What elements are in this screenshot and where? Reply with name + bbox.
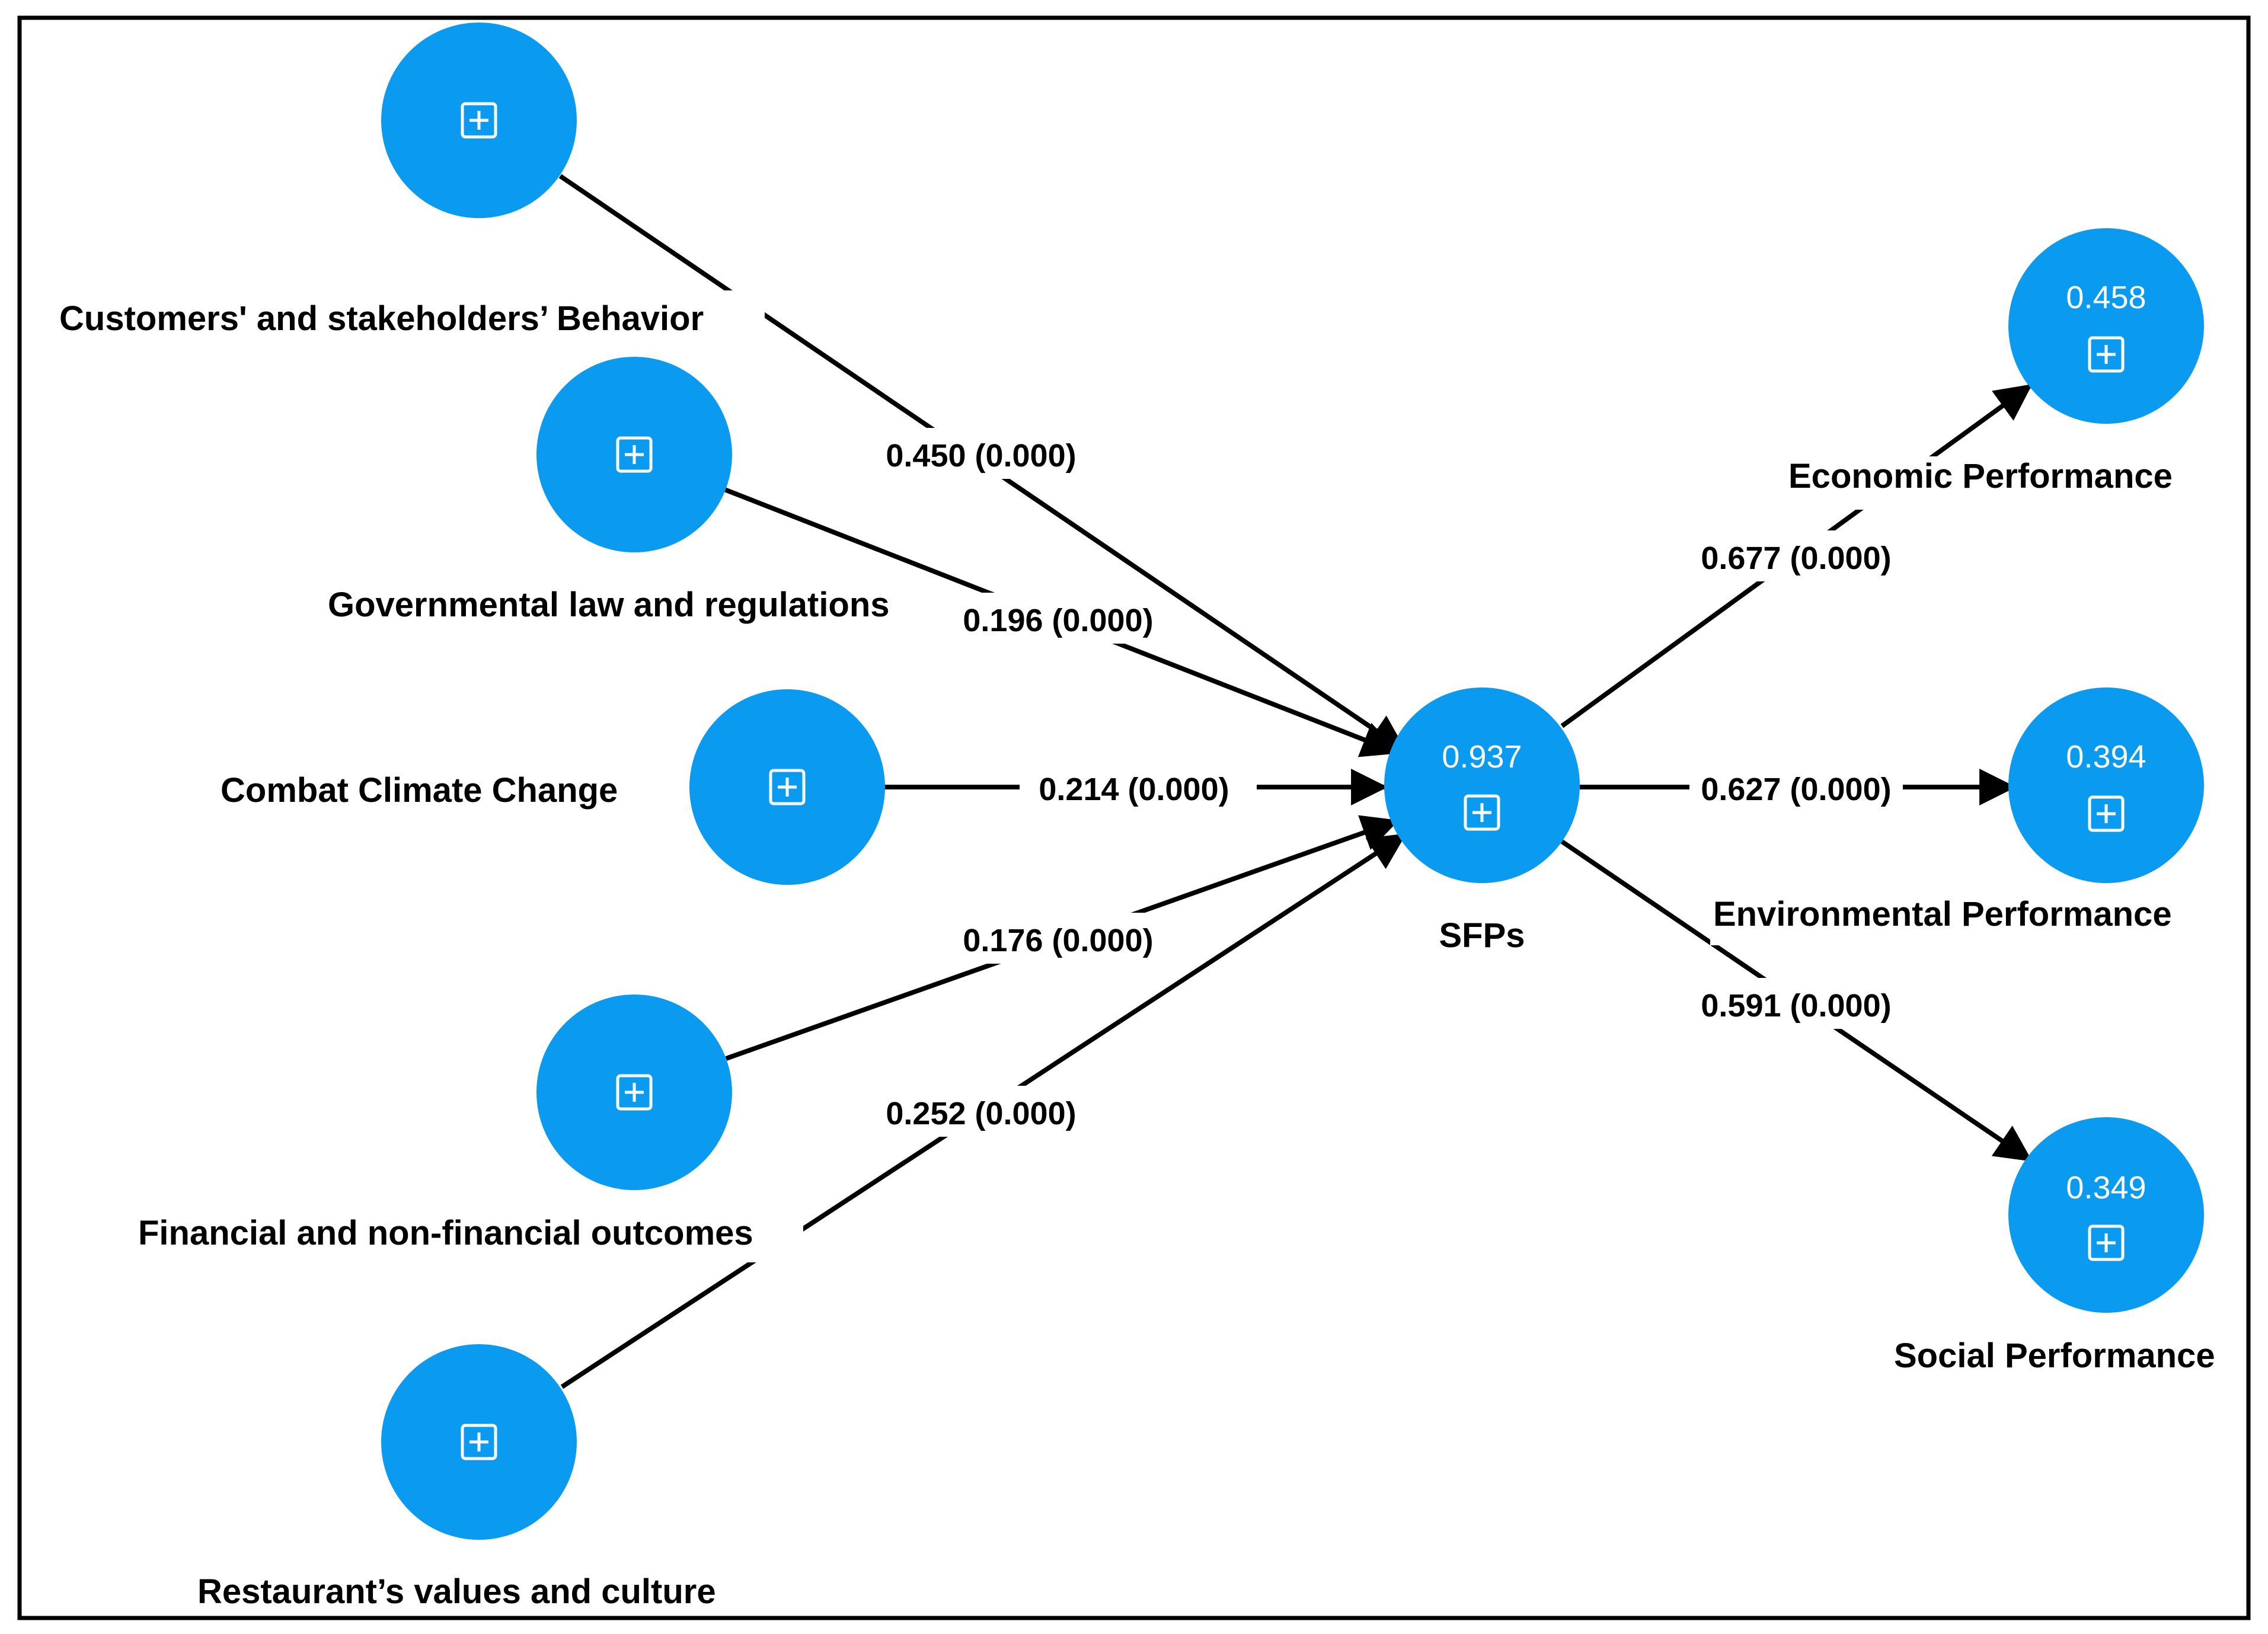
construct-circle	[2008, 688, 2204, 883]
plus-square-icon[interactable]	[2088, 336, 2125, 373]
node-customers[interactable]	[381, 23, 577, 218]
plus-square-icon[interactable]	[1464, 794, 1500, 831]
path-label-financial-sfps: 0.176 (0.000)	[951, 913, 1165, 964]
path-label-sfps-economic: 0.677 (0.000)	[1689, 530, 1903, 581]
node-label-environmental: Environmental Performance	[1713, 895, 2172, 933]
node-restaurant[interactable]	[381, 1344, 577, 1540]
path-coefficient-restaurant-sfps: 0.252 (0.000)	[886, 1096, 1076, 1131]
path-coefficient-sfps-social: 0.591 (0.000)	[1701, 988, 1891, 1024]
node-economic[interactable]: 0.458	[2008, 228, 2204, 424]
path-coefficient-financial-sfps: 0.176 (0.000)	[963, 923, 1153, 958]
construct-circle	[1384, 688, 1580, 883]
path-label-sfps-environmental: 0.627 (0.000)	[1689, 762, 1903, 813]
figure-frame	[17, 15, 2251, 1620]
path-label-restaurant-sfps: 0.252 (0.000)	[874, 1086, 1088, 1137]
node-labels: Customers' and stakeholders’ Behavior Go…	[53, 290, 2215, 1611]
node-social[interactable]: 0.349	[2008, 1117, 2204, 1313]
path-label-sfps-social: 0.591 (0.000)	[1689, 978, 1903, 1029]
path-coefficient-climate-sfps: 0.214 (0.000)	[1039, 772, 1229, 807]
plus-square-icon[interactable]	[461, 1424, 497, 1460]
path-coefficient-customers-sfps: 0.450 (0.000)	[886, 438, 1076, 474]
r-squared-value: 0.458	[2066, 280, 2146, 315]
plus-square-icon[interactable]	[2088, 1224, 2125, 1261]
node-label-governmental: Governmental law and regulations	[328, 586, 890, 624]
node-label-economic: Economic Performance	[1788, 457, 2173, 495]
nodes: 0.937 0.458 0.394	[381, 23, 2204, 1540]
node-label-sfps: SFPs	[1439, 916, 1525, 955]
plus-square-icon[interactable]	[2088, 795, 2125, 832]
path-coefficient-sfps-environmental: 0.627 (0.000)	[1701, 772, 1891, 807]
r-squared-value: 0.394	[2066, 739, 2146, 775]
r-squared-value: 0.349	[2066, 1170, 2146, 1205]
plus-square-icon[interactable]	[769, 769, 806, 805]
path-labels: 0.450 (0.000) 0.196 (0.000) 0.214 (0.000…	[874, 428, 1903, 1137]
plus-square-icon[interactable]	[616, 436, 653, 473]
node-label-customers: Customers' and stakeholders’ Behavior	[59, 299, 704, 338]
path-label-climate-sfps: 0.214 (0.000)	[1020, 762, 1257, 813]
node-governmental[interactable]	[536, 357, 732, 552]
path-coefficient-sfps-economic: 0.677 (0.000)	[1701, 541, 1891, 576]
node-label-social: Social Performance	[1894, 1336, 2215, 1375]
node-climate[interactable]	[689, 689, 885, 885]
node-financial[interactable]	[536, 995, 732, 1190]
path-label-governmental-sfps: 0.196 (0.000)	[951, 593, 1165, 644]
plus-square-icon[interactable]	[461, 102, 497, 139]
r-squared-value: 0.937	[1442, 739, 1522, 775]
node-label-financial: Financial and non-financial outcomes	[138, 1214, 753, 1252]
path-label-customers-sfps: 0.450 (0.000)	[874, 428, 1088, 479]
construct-circle	[2008, 228, 2204, 424]
node-label-climate: Combat Climate Change	[221, 771, 618, 810]
node-sfps[interactable]: 0.937	[1384, 688, 1580, 883]
construct-circle	[2008, 1117, 2204, 1313]
node-environmental[interactable]: 0.394	[2008, 688, 2204, 883]
path-coefficient-governmental-sfps: 0.196 (0.000)	[963, 603, 1153, 638]
plus-square-icon[interactable]	[616, 1074, 653, 1111]
node-label-restaurant: Restaurant’s values and culture	[197, 1572, 716, 1611]
